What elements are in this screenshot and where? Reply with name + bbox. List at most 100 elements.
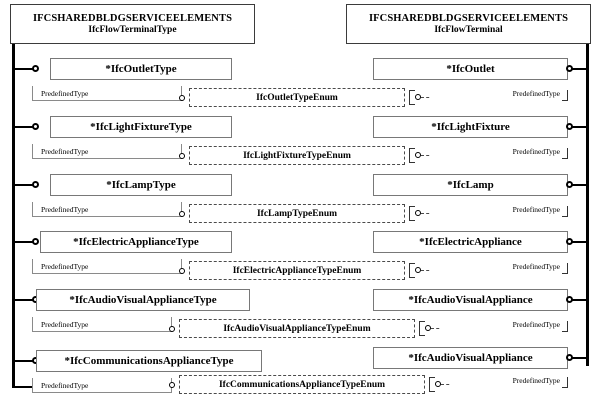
attribute-circle-occ-6[interactable] — [435, 381, 441, 387]
enum-bracket-right-5 — [419, 321, 425, 336]
entity-label-type-3: *IfcLampType — [106, 179, 176, 191]
relationship-circle-left-3[interactable] — [32, 181, 39, 188]
attribute-circle-type-5[interactable] — [169, 326, 175, 332]
relationship-circle-left-1[interactable] — [32, 65, 39, 72]
enum-bracket-right-1 — [409, 90, 415, 105]
row-connector-right-6 — [572, 357, 588, 359]
enum-box-4[interactable]: IfcElectricApplianceTypeEnum — [189, 261, 405, 280]
attribute-box-occ-3[interactable]: PredefinedType — [430, 202, 568, 217]
enum-box-5[interactable]: IfcAudioVisualApplianceTypeEnum — [179, 319, 415, 338]
attribute-bracket-occ-2 — [562, 148, 568, 159]
attribute-circle-occ-2[interactable] — [415, 152, 421, 158]
entity-box-occ-2[interactable]: *IfcLightFixture — [373, 116, 568, 138]
enum-box-3[interactable]: IfcLampTypeEnum — [189, 204, 405, 223]
enum-label-3: IfcLampTypeEnum — [253, 208, 341, 219]
right-trunk-line — [586, 44, 589, 366]
attribute-box-type-6[interactable]: PredefinedType — [32, 378, 172, 393]
attribute-label-type-3: PredefinedType — [41, 204, 89, 214]
row-connector-right-3 — [572, 184, 588, 186]
attribute-label-type-5: PredefinedType — [41, 319, 89, 329]
attribute-circle-type-1[interactable] — [179, 95, 185, 101]
entity-label-occ-6: *IfcAudioVisualAppliance — [408, 352, 533, 364]
attribute-label-occ-4: PredefinedType — [512, 262, 560, 271]
enum-bracket-right-3 — [409, 206, 415, 221]
entity-label-occ-3: *IfcLamp — [447, 179, 494, 191]
attribute-circle-type-4[interactable] — [179, 268, 185, 274]
entity-label-occ-5: *IfcAudioVisualAppliance — [408, 294, 533, 306]
entity-label-occ-2: *IfcLightFixture — [431, 121, 510, 133]
enum-label-6: IfcCommunicationsApplianceTypeEnum — [215, 379, 389, 390]
left-trunk-line — [12, 44, 15, 388]
attribute-label-occ-2: PredefinedType — [512, 147, 560, 156]
entity-box-type-5[interactable]: *IfcAudioVisualApplianceType — [36, 289, 250, 311]
attribute-circle-occ-5[interactable] — [425, 325, 431, 331]
row-connector-left-2 — [14, 126, 34, 128]
row-connector-left-6 — [14, 360, 34, 362]
enum-label-1: IfcOutletTypeEnum — [253, 92, 341, 103]
entity-label-type-4: *IfcElectricApplianceType — [73, 236, 199, 248]
enum-bracket-right-6 — [429, 377, 435, 392]
row-connector-left-5 — [14, 299, 34, 301]
attribute-circle-occ-1[interactable] — [415, 94, 421, 100]
attribute-bracket-occ-1 — [562, 90, 568, 101]
relationship-circle-left-2[interactable] — [32, 123, 39, 130]
attribute-box-type-3[interactable]: PredefinedType — [32, 202, 182, 217]
enum-box-2[interactable]: IfcLightFixtureTypeEnum — [189, 146, 405, 165]
schema-header-left: IFCSHAREDBLDGSERVICEELEMENTS IfcFlowTerm… — [10, 4, 255, 44]
attribute-label-type-2: PredefinedType — [41, 146, 89, 156]
relationship-circle-left-4[interactable] — [32, 238, 39, 245]
attribute-box-occ-4[interactable]: PredefinedType — [430, 259, 568, 274]
enum-box-1[interactable]: IfcOutletTypeEnum — [189, 88, 405, 107]
row-connector-right-1 — [572, 68, 588, 70]
schema-name-left: IFCSHAREDBLDGSERVICEELEMENTS — [32, 12, 233, 24]
row-connector-left-3 — [14, 184, 34, 186]
entity-box-type-2[interactable]: *IfcLightFixtureType — [50, 116, 232, 138]
attribute-label-occ-1: PredefinedType — [512, 89, 560, 98]
attribute-label-occ-5: PredefinedType — [512, 320, 560, 329]
entity-box-type-1[interactable]: *IfcOutletType — [50, 58, 232, 80]
enum-bracket-right-4 — [409, 263, 415, 278]
row-connector-right-5 — [572, 299, 588, 301]
row-connector-left-4 — [14, 241, 34, 243]
enum-label-2: IfcLightFixtureTypeEnum — [240, 150, 354, 161]
entity-box-occ-1[interactable]: *IfcOutlet — [373, 58, 568, 80]
attribute-box-occ-6[interactable]: PredefinedType — [450, 373, 568, 388]
attribute-box-type-5[interactable]: PredefinedType — [32, 317, 172, 332]
attribute-label-occ-6: PredefinedType — [512, 376, 560, 385]
entity-box-occ-3[interactable]: *IfcLamp — [373, 174, 568, 196]
attribute-box-type-1[interactable]: PredefinedType — [32, 86, 182, 101]
schema-entity-left: IfcFlowTerminalType — [88, 24, 177, 35]
entity-label-type-2: *IfcLightFixtureType — [90, 121, 192, 133]
row-connector-right-4 — [572, 241, 588, 243]
entity-box-type-4[interactable]: *IfcElectricApplianceType — [40, 231, 232, 253]
attribute-circle-occ-4[interactable] — [415, 267, 421, 273]
attribute-box-occ-5[interactable]: PredefinedType — [440, 317, 568, 332]
attribute-box-occ-1[interactable]: PredefinedType — [430, 86, 568, 101]
attribute-box-occ-2[interactable]: PredefinedType — [430, 144, 568, 159]
enum-box-6[interactable]: IfcCommunicationsApplianceTypeEnum — [179, 375, 425, 394]
entity-box-occ-4[interactable]: *IfcElectricAppliance — [373, 231, 568, 253]
attribute-bracket-occ-5 — [562, 321, 568, 332]
row-connector-left-1 — [14, 68, 34, 70]
entity-box-type-3[interactable]: *IfcLampType — [50, 174, 232, 196]
entity-label-occ-1: *IfcOutlet — [446, 63, 495, 75]
attribute-circle-occ-3[interactable] — [415, 210, 421, 216]
entity-box-occ-6[interactable]: *IfcAudioVisualAppliance — [373, 347, 568, 369]
attribute-label-type-4: PredefinedType — [41, 261, 89, 271]
attribute-circle-type-6[interactable] — [169, 382, 175, 388]
schema-entity-right: IfcFlowTerminal — [434, 24, 503, 35]
attribute-circle-type-2[interactable] — [179, 153, 185, 159]
enum-bracket-right-2 — [409, 148, 415, 163]
entity-label-type-6: *IfcCommunicationsApplianceType — [64, 355, 234, 367]
attribute-circle-type-3[interactable] — [179, 211, 185, 217]
entity-label-type-1: *IfcOutletType — [105, 63, 177, 75]
schema-header-right: IFCSHAREDBLDGSERVICEELEMENTS IfcFlowTerm… — [346, 4, 591, 44]
attribute-box-type-4[interactable]: PredefinedType — [32, 259, 182, 274]
entity-box-occ-5[interactable]: *IfcAudioVisualAppliance — [373, 289, 568, 311]
entity-box-type-6[interactable]: *IfcCommunicationsApplianceType — [36, 350, 262, 372]
enum-label-4: IfcElectricApplianceTypeEnum — [229, 265, 365, 276]
schema-name-right: IFCSHAREDBLDGSERVICEELEMENTS — [368, 12, 569, 24]
attribute-label-type-1: PredefinedType — [41, 88, 89, 98]
attribute-box-type-2[interactable]: PredefinedType — [32, 144, 182, 159]
